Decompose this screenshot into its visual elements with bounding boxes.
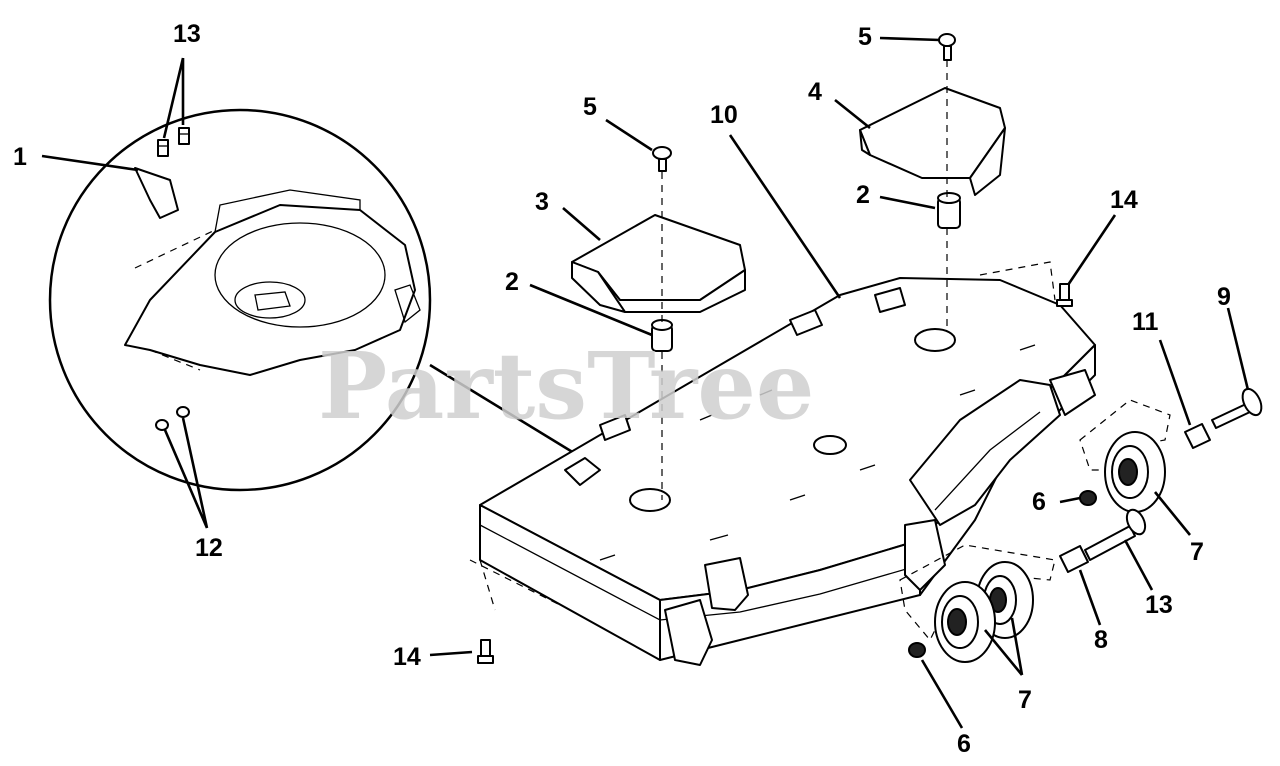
bolt-part-14-top — [1056, 283, 1073, 307]
bolt-part-13-wheel — [1084, 508, 1147, 561]
callout-11: 11 — [1132, 308, 1159, 336]
callout-4: 4 — [808, 78, 822, 106]
spacer-part-8 — [1059, 545, 1089, 573]
inset-side-bracket — [394, 284, 421, 324]
inset-deck-underside — [124, 204, 416, 376]
callout-2-right: 2 — [856, 181, 870, 209]
callout-12: 12 — [195, 534, 223, 562]
bolt-part-9 — [1211, 387, 1263, 429]
nut-part-6-lower — [908, 642, 926, 658]
inset-spindle-housing — [214, 222, 386, 328]
inset-bolt-13-left — [157, 139, 169, 157]
spacer-part-2-right — [937, 192, 961, 229]
watermark: PartsTree — [318, 332, 814, 440]
deck-bracket-right — [874, 287, 906, 313]
callout-3: 3 — [535, 188, 549, 216]
front-hanger-right — [664, 599, 713, 666]
callout-7-lower: 7 — [1018, 686, 1032, 714]
discharge-chute — [909, 379, 1061, 526]
wheel-part-7-right — [1104, 431, 1166, 513]
callout-labels: 1 13 12 2 3 5 10 4 5 2 14 9 11 6 7 13 8 … — [13, 20, 1231, 758]
bolt-part-5-left — [652, 146, 672, 172]
callout-5-left: 5 — [583, 93, 597, 121]
deck-front-dash — [469, 559, 561, 606]
callout-14-right: 14 — [1110, 186, 1138, 214]
deck-bottom-dash — [479, 559, 496, 611]
wheel-part-7-front — [934, 581, 996, 663]
spacer-part-11 — [1184, 423, 1211, 449]
bolt-part-5-right — [938, 33, 956, 61]
spindle-hole-left — [629, 488, 671, 512]
mower-deck — [469, 261, 1171, 666]
spindle-hole-right — [914, 328, 956, 352]
spindle-hole-center — [813, 435, 847, 455]
chute-line — [934, 411, 1041, 511]
callout-6-lower: 6 — [957, 730, 971, 758]
deck-bracket-rear-left — [564, 457, 601, 486]
leader-lines — [41, 36, 1250, 729]
callout-9: 9 — [1217, 283, 1231, 311]
inset-dash-line — [134, 229, 216, 269]
callout-14-left: 14 — [393, 643, 421, 671]
callout-7-right: 7 — [1190, 538, 1204, 566]
callout-5-right: 5 — [858, 23, 872, 51]
inset-blade-mount — [254, 291, 291, 311]
inset-spindle-inner — [234, 281, 306, 319]
baffle-part-4 — [859, 87, 1006, 196]
bolt-part-14-bottom — [477, 639, 494, 664]
callout-13-inset: 13 — [173, 20, 201, 48]
skirt-band — [479, 524, 921, 621]
deck-bracket-rear — [789, 309, 823, 336]
nut-part-6-upper — [1079, 490, 1097, 506]
baffle-part-3 — [571, 214, 746, 313]
deck-slots — [599, 344, 1036, 561]
callout-10: 10 — [710, 101, 738, 129]
inset-dash-line-2 — [149, 349, 201, 371]
wheel-bracket-side — [1049, 369, 1096, 416]
front-hanger-left — [704, 557, 749, 611]
inset-nut-12-right — [176, 406, 190, 418]
inset-rear-lip — [214, 189, 361, 233]
callout-2-left: 2 — [505, 268, 519, 296]
callout-1: 1 — [13, 143, 27, 171]
callout-8: 8 — [1094, 626, 1108, 654]
detail-inset — [48, 108, 432, 492]
deck-top-dash — [979, 261, 1056, 301]
baffle-part-1 — [134, 167, 179, 219]
inset-nut-12-left — [155, 419, 169, 431]
callout-13-wheel: 13 — [1145, 591, 1173, 619]
callout-6-upper: 6 — [1032, 488, 1046, 516]
deck-bracket-mid — [599, 414, 631, 441]
inset-bolt-13-right — [178, 127, 190, 145]
